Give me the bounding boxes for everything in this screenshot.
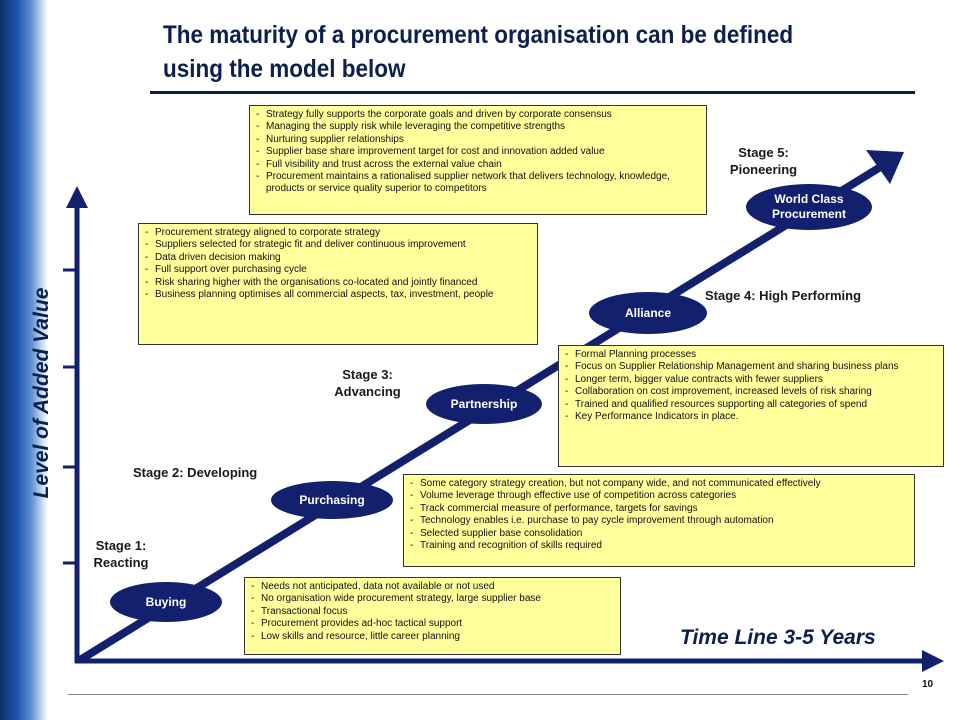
stage-1-bullet: Low skills and resource, little career p… — [251, 631, 614, 644]
stage-4-label: Stage 4: High Performing — [705, 288, 862, 303]
stage-1-bullet: Procurement provides ad-hoc tactical sup… — [251, 618, 614, 631]
stage-2-description-box: Some category strategy creation, but not… — [403, 474, 915, 567]
x-axis-arrowhead — [922, 650, 944, 672]
footer-divider — [68, 694, 908, 695]
stage-1-label: Stage 1: Reacting — [93, 538, 149, 570]
stage-2-bullet: Track commercial measure of performance,… — [410, 503, 908, 516]
stage-node-purchasing: Purchasing — [271, 481, 393, 519]
stage-3-bullet: Longer term, bigger value contracts with… — [565, 374, 937, 387]
stage-node-label: Partnership — [450, 396, 518, 411]
page-title: The maturity of a procurement organisati… — [163, 21, 794, 83]
stage-node-label: World Class Procurement — [771, 192, 847, 221]
stage-5-bullet: Procurement maintains a rationalised sup… — [256, 171, 700, 196]
stage-2-bullet: Volume leverage through effective use of… — [410, 490, 908, 503]
stage-4-description-box: Procurement strategy aligned to corporat… — [138, 223, 538, 345]
stage-node-label: Buying — [145, 594, 187, 609]
stage-1-bullet: No organisation wide procurement strateg… — [251, 593, 614, 606]
stage-4-bullet: Full support over purchasing cycle — [145, 264, 531, 277]
stage-2-label: Stage 2: Developing — [133, 465, 258, 480]
stage-node-world-class-procurement: World Class Procurement — [746, 184, 872, 230]
stage-1-bullet: Transactional focus — [251, 606, 614, 619]
stage-4-bullet: Suppliers selected for strategic fit and… — [145, 239, 531, 252]
y-axis-label: Level of Added Value — [30, 287, 53, 499]
stage-5-bullet: Managing the supply risk while leveragin… — [256, 121, 700, 134]
stage-3-description-box: Formal Planning processes Focus on Suppl… — [558, 345, 944, 467]
stage-5-label: Stage 5: Pioneering — [729, 145, 798, 177]
stage-4-bullet: Data driven decision making — [145, 252, 531, 265]
stage-3-label: Stage 3: Advancing — [334, 367, 401, 399]
title-underline — [150, 91, 915, 94]
stage-1-bullet: Needs not anticipated, data not availabl… — [251, 581, 614, 594]
stage-2-bullet: Some category strategy creation, but not… — [410, 478, 908, 491]
growth-arrowhead — [866, 150, 904, 184]
stage-node-label: Purchasing — [299, 492, 365, 507]
stage-3-bullet: Trained and qualified resources supporti… — [565, 399, 937, 412]
x-axis-label: Time Line 3-5 Years — [680, 626, 876, 649]
stage-5-bullet: Strategy fully supports the corporate go… — [256, 109, 700, 122]
stage-node-partnership: Partnership — [426, 384, 542, 424]
stage-2-bullet: Training and recognition of skills requi… — [410, 540, 908, 553]
stage-3-bullet: Key Performance Indicators in place. — [565, 411, 937, 424]
stage-node-label: Alliance — [624, 305, 672, 320]
stage-3-bullet: Collaboration on cost improvement, incre… — [565, 386, 937, 399]
stage-5-bullet: Supplier base share improvement target f… — [256, 146, 700, 159]
stage-4-bullet: Risk sharing higher with the organisatio… — [145, 277, 531, 290]
stage-4-bullet: Business planning optimises all commerci… — [145, 289, 531, 302]
stage-2-bullet: Technology enables i.e. purchase to pay … — [410, 515, 908, 528]
stage-node-buying: Buying — [110, 582, 222, 622]
stage-1-description-box: Needs not anticipated, data not availabl… — [244, 577, 621, 655]
stage-4-bullet: Procurement strategy aligned to corporat… — [145, 227, 531, 240]
y-axis-arrowhead — [66, 186, 88, 208]
page-number: 10 — [922, 679, 934, 690]
stage-2-bullet: Selected supplier base consolidation — [410, 528, 908, 541]
stage-3-bullet: Focus on Supplier Relationship Managemen… — [565, 361, 937, 374]
stage-5-bullet: Full visibility and trust across the ext… — [256, 159, 700, 172]
stage-5-bullet: Nurturing supplier relationships — [256, 134, 700, 147]
stage-5-description-box: Strategy fully supports the corporate go… — [249, 105, 707, 215]
stage-node-alliance: Alliance — [589, 292, 707, 334]
stage-3-bullet: Formal Planning processes — [565, 349, 937, 362]
decorative-sidebar — [0, 0, 48, 720]
